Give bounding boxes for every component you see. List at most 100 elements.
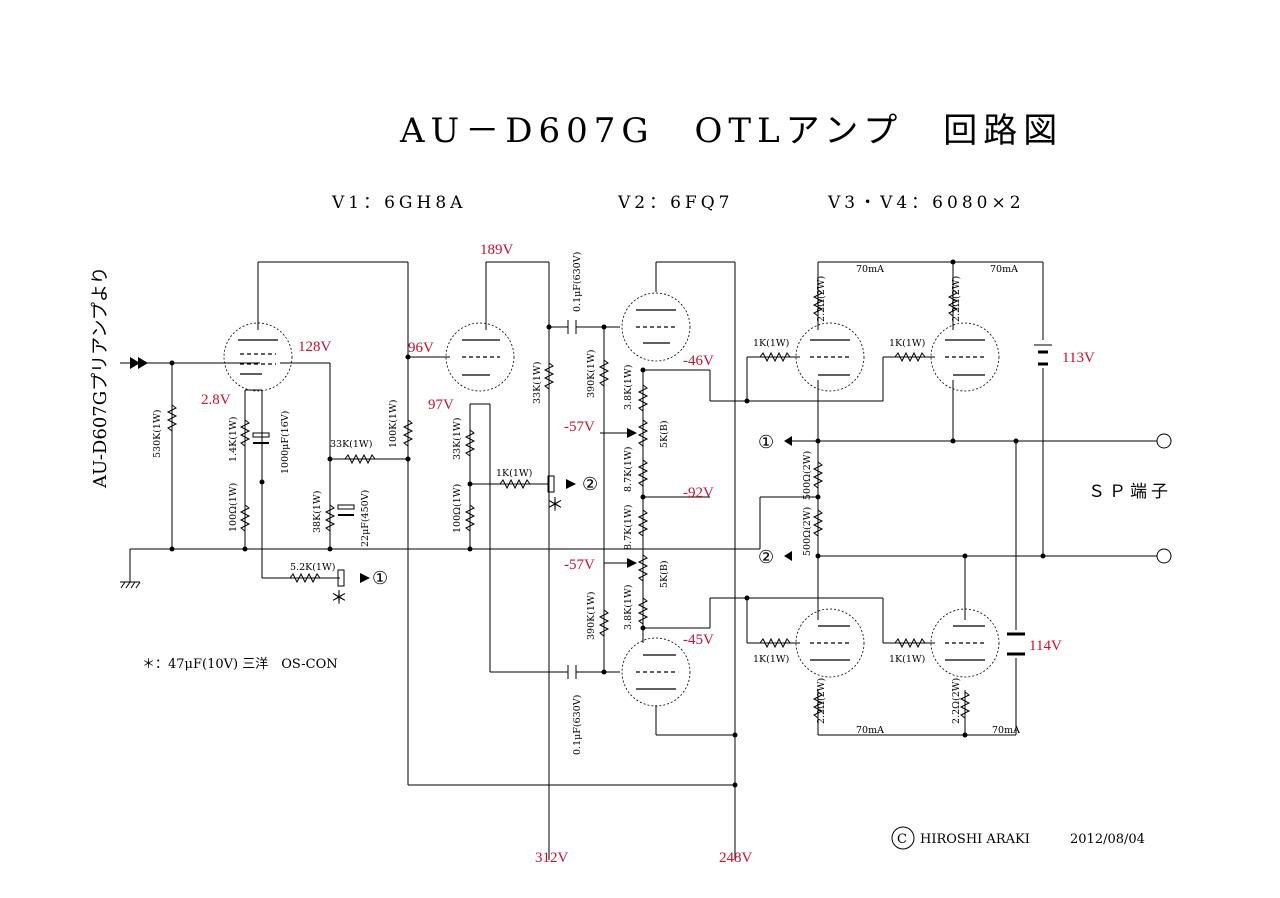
copyright-symbol: C: [897, 832, 907, 847]
resistor-2-2-a: [812, 289, 824, 317]
resistor-390k-b: [598, 609, 610, 637]
voltage-minus-46v: -46V: [683, 353, 714, 369]
svg-text:1K(1W): 1K(1W): [889, 338, 925, 349]
voltage-minus-57v-b: -57V: [564, 557, 595, 573]
resistor-500-b: [812, 509, 824, 537]
svg-text:3.8K(1W): 3.8K(1W): [623, 585, 634, 630]
resistor-1k-b: [759, 351, 791, 363]
marker-1-v1: ①: [372, 568, 388, 589]
tube-v4-bottom: [930, 608, 1000, 678]
voltage-248v: 248V: [719, 850, 753, 866]
star-marker-1: ＊: [330, 588, 348, 609]
svg-text:2.2Ω(2W): 2.2Ω(2W): [951, 678, 962, 724]
svg-text:100Ω(1W): 100Ω(1W): [452, 484, 463, 533]
svg-text:2.2Ω(2W): 2.2Ω(2W): [816, 276, 827, 322]
marker-2-v2: ②: [582, 474, 598, 495]
svg-text:22μF(450V): 22μF(450V): [360, 490, 371, 547]
star-marker-2: ＊: [546, 495, 564, 516]
resistor-8-7k-a: [637, 459, 649, 487]
svg-text:390K(1W): 390K(1W): [586, 350, 597, 398]
tube-v4-top: [930, 322, 1000, 392]
resistor-390k-a: [598, 359, 610, 387]
resistor-33k-plate: [543, 362, 555, 390]
tube-v2-top: [621, 292, 691, 362]
svg-text:2.2Ω(2W): 2.2Ω(2W): [816, 678, 827, 724]
tube-v1-label: V1：6GH8A: [331, 193, 466, 213]
component-labels: 530K(1W) 1.4K(1W) 1000μF(16V) 100Ω(1W) 3…: [152, 252, 1020, 755]
input-label: AU-D607Gプリアンプより: [90, 267, 111, 489]
resistor-1k-e: [894, 637, 926, 649]
resistor-2-2-b: [947, 289, 959, 317]
capacitor-note: ＊：47μF(10V) 三洋 OS-CON: [142, 657, 338, 672]
voltage-2-8v: 2.8V: [201, 392, 231, 408]
resistor-2-2-d: [959, 691, 971, 719]
svg-text:70mA: 70mA: [856, 264, 884, 275]
voltage-97v: 97V: [428, 397, 454, 413]
resistor-500-a: [812, 461, 824, 489]
resistor-100-a: [239, 504, 251, 532]
svg-text:500Ω(2W): 500Ω(2W): [802, 451, 813, 500]
resistor-33k-v2: [464, 429, 476, 457]
pot-5k-a: [637, 419, 649, 447]
credit-date: 2012/08/04: [1070, 832, 1145, 847]
resistor-8-7k-b: [637, 509, 649, 537]
voltage-189v: 189V: [480, 242, 514, 258]
svg-text:70mA: 70mA: [856, 725, 884, 736]
voltage-114v: 114V: [1029, 638, 1062, 654]
resistor-38k: [324, 504, 336, 532]
svg-text:100Ω(1W): 100Ω(1W): [228, 483, 239, 532]
svg-text:33K(1W): 33K(1W): [452, 418, 463, 460]
resistor-1k-c: [894, 351, 926, 363]
svg-text:100K(1W): 100K(1W): [388, 400, 399, 448]
svg-text:500Ω(2W): 500Ω(2W): [802, 507, 813, 556]
svg-text:5K(B): 5K(B): [659, 420, 670, 448]
svg-text:3.8K(1W): 3.8K(1W): [623, 365, 634, 410]
marker-2-output: ②: [758, 547, 774, 568]
svg-text:1.4K(1W): 1.4K(1W): [228, 417, 239, 462]
tube-v34-label: V3・V4：6080×2: [827, 193, 1025, 213]
sp-terminal-label: ＳＰ端子: [1088, 482, 1172, 502]
resistor-3-8k-b: [637, 597, 649, 625]
resistor-33k-horizontal: [344, 453, 376, 465]
svg-text:390K(1W): 390K(1W): [586, 592, 597, 640]
svg-text:2.2Ω(2W): 2.2Ω(2W): [951, 276, 962, 322]
svg-text:70mA: 70mA: [992, 725, 1020, 736]
schematic-title: AU－D607G OTLアンプ 回路図: [399, 111, 1063, 151]
tube-v2-first: [445, 322, 515, 392]
junctions: [169, 259, 1046, 788]
resistor-2-2-c: [812, 691, 824, 719]
svg-text:1K(1W): 1K(1W): [753, 338, 789, 349]
voltage-minus-45v: -45V: [683, 632, 714, 648]
svg-text:1000μF(16V): 1000μF(16V): [280, 411, 291, 474]
resistor-100-b: [464, 504, 476, 532]
tube-v1: [223, 322, 293, 392]
resistor-1-4k: [239, 419, 251, 447]
svg-text:33K(1W): 33K(1W): [532, 362, 543, 404]
resistor-1k-v2: [499, 478, 531, 490]
svg-text:1K(1W): 1K(1W): [753, 654, 789, 665]
voltage-113v: 113V: [1062, 350, 1095, 366]
svg-text:70mA: 70mA: [990, 264, 1018, 275]
resistor-3-8k-a: [637, 384, 649, 412]
tube-v2-label: V2：6FQ7: [617, 193, 733, 213]
voltage-96v: 96V: [408, 340, 434, 356]
resistor-1k-d: [759, 637, 791, 649]
voltage-312v: 312V: [535, 850, 569, 866]
resistors: [166, 289, 971, 719]
capacitors: [252, 344, 1052, 656]
pot-5k-b: [637, 554, 649, 582]
sp-terminal-2: [1156, 548, 1172, 564]
tube-v3-top: [795, 322, 865, 392]
svg-text:5K(B): 5K(B): [659, 560, 670, 588]
tube-v3-bottom: [795, 608, 865, 678]
resistor-100k: [402, 419, 414, 447]
voltage-128v: 128V: [298, 339, 332, 355]
svg-text:1K(1W): 1K(1W): [889, 654, 925, 665]
svg-text:530K(1W): 530K(1W): [152, 410, 163, 458]
svg-text:0.1μF(630V): 0.1μF(630V): [572, 252, 583, 312]
resistor-530k: [166, 404, 178, 432]
svg-text:0.1μF(630V): 0.1μF(630V): [572, 695, 583, 755]
svg-text:38K(1W): 38K(1W): [312, 491, 323, 533]
marker-1-output: ①: [758, 432, 774, 453]
